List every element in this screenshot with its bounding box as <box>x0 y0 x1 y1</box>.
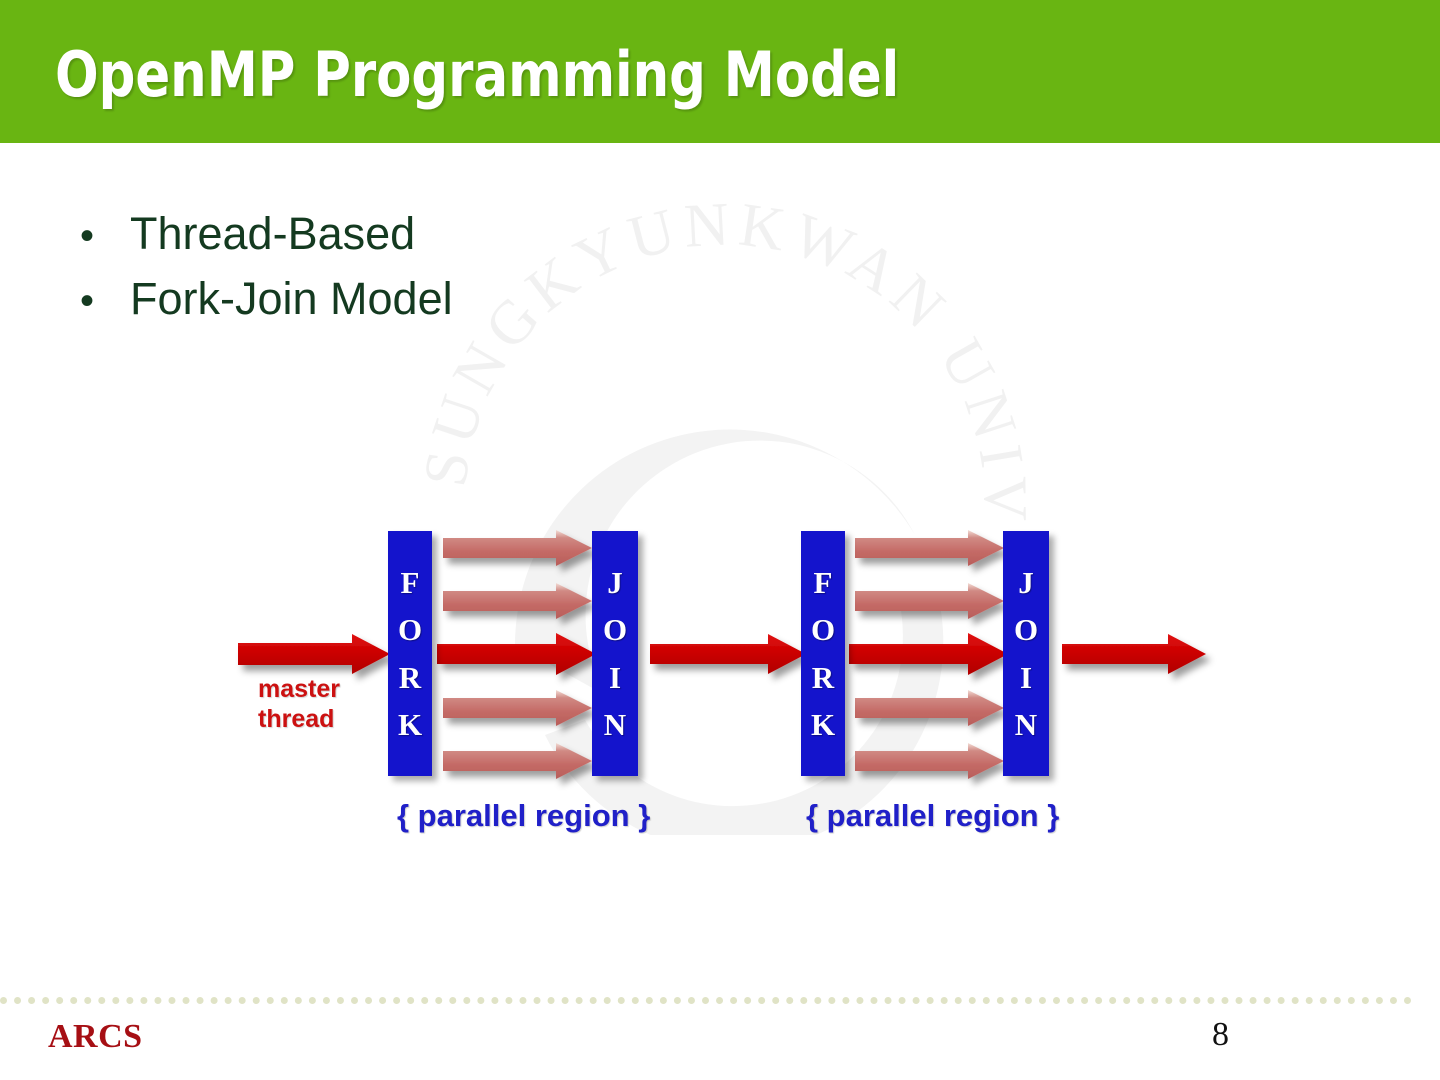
master-thread-label-line2: thread <box>258 705 335 733</box>
join-letter: I <box>608 659 622 695</box>
bullet-marker-icon: • <box>80 214 95 258</box>
title-band: OpenMP Programming Model <box>0 0 1440 143</box>
bullet-label: Thread-Based <box>130 208 416 259</box>
fork-letter: R <box>811 659 835 695</box>
join-letter: J <box>1018 565 1034 601</box>
parallel-region-label-2: { parallel region } <box>806 798 1060 833</box>
master-thread-exit-arrow <box>1062 634 1206 674</box>
join-letter: I <box>1019 659 1033 695</box>
fork-letter: O <box>810 612 836 648</box>
master-thread-label-line1: master <box>258 675 340 703</box>
join-bar-1: J O I N <box>592 531 638 776</box>
list-item: • Thread-Based <box>80 208 980 259</box>
fork-bar-1: F O R K <box>388 531 432 776</box>
master-thread-arrow-region-2 <box>849 633 1008 675</box>
worker-thread-arrows-group-1 <box>443 530 592 779</box>
bullet-label: Fork-Join Model <box>130 272 453 324</box>
master-thread-arrow <box>238 634 390 674</box>
fork-letter: F <box>813 565 833 601</box>
list-item: • Fork-Join Model <box>80 272 980 324</box>
footer-brand: ARCS <box>48 1018 143 1055</box>
worker-thread-arrows-group-2 <box>855 530 1004 779</box>
join-bar-2: J O I N <box>1003 531 1049 776</box>
join-letter: O <box>1013 612 1039 648</box>
fork-letter: F <box>400 565 420 601</box>
footer-divider <box>0 997 1412 1004</box>
fork-letter: O <box>397 612 423 648</box>
parallel-region-label-1: { parallel region } <box>397 798 651 833</box>
bullet-list: • Thread-Based • Fork-Join Model <box>80 208 980 339</box>
bullet-marker-icon: • <box>80 278 95 323</box>
master-thread-arrow-region-1 <box>437 633 596 675</box>
fork-letter: K <box>810 706 836 742</box>
master-thread-arrow-between-regions <box>650 634 806 674</box>
join-letter: N <box>603 706 627 742</box>
page-number: 8 <box>1212 1016 1229 1053</box>
fork-bar-2: F O R K <box>801 531 845 776</box>
join-letter: J <box>607 565 623 601</box>
master-thread-label: master thread <box>258 674 340 734</box>
fork-letter: K <box>397 706 423 742</box>
page-title: OpenMP Programming Model <box>55 38 900 111</box>
fork-letter: R <box>398 659 422 695</box>
join-letter: N <box>1014 706 1038 742</box>
join-letter: O <box>602 612 628 648</box>
